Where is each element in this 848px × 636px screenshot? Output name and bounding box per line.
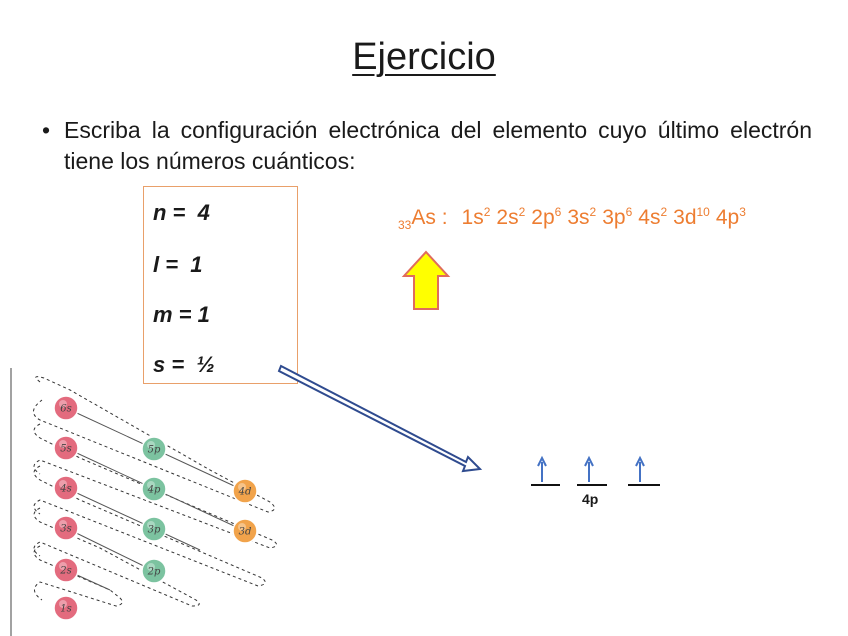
orbital-sphere-label: 4s <box>59 484 72 495</box>
orbital-sphere-label: 3s <box>60 524 72 535</box>
orbital-sphere-label: 4p <box>147 485 161 496</box>
orbital-sphere-5p: 5p <box>142 437 166 461</box>
orbital-sphere-label: 5p <box>148 445 161 456</box>
orbital-sphere-2s: 2s <box>54 558 78 582</box>
orbital-sphere-label: 2s <box>59 566 72 577</box>
orbital-sphere-2p: 2p <box>142 559 166 583</box>
diagonal-line <box>66 528 154 571</box>
electron-up-arrow-icon <box>636 458 644 482</box>
orbital-sphere-4d: 4d <box>233 479 257 503</box>
electron-arrows <box>538 458 644 482</box>
orbital-sphere-1s: 1s <box>54 596 78 620</box>
orbital-sphere-4p: 4p <box>142 477 166 501</box>
hollow-arrow-icon <box>277 361 480 471</box>
electron-up-arrow-icon <box>585 458 593 482</box>
orbital-sphere-6s: 6s <box>54 396 78 420</box>
orbital-sphere-label: 2p <box>147 567 161 578</box>
orbital-sphere-label: 1s <box>60 604 72 615</box>
electron-up-arrow-icon <box>538 458 546 482</box>
orbital-sphere-3s: 3s <box>54 516 78 540</box>
orbital-sphere-4s: 4s <box>54 476 78 500</box>
up-arrow-icon <box>404 252 448 309</box>
diagonal-line <box>66 488 200 550</box>
orbital-sphere-label: 3p <box>148 525 161 536</box>
orbital-sphere-label: 6s <box>60 404 72 415</box>
orbital-sphere-label: 5s <box>60 444 72 455</box>
orbital-sphere-5s: 5s <box>54 436 78 460</box>
orbital-sphere-3p: 3p <box>142 517 166 541</box>
orbital-sphere-label: 3d <box>239 527 252 538</box>
orbital-label: 4p <box>582 491 598 507</box>
orbital-sphere-3d: 3d <box>233 519 257 543</box>
aufbau-diagram: 6s 5s 5p 4s 4p 4d 3s 3p 3d 2s 2p 1s <box>33 377 276 620</box>
orbital-sphere-label: 4d <box>238 487 252 498</box>
